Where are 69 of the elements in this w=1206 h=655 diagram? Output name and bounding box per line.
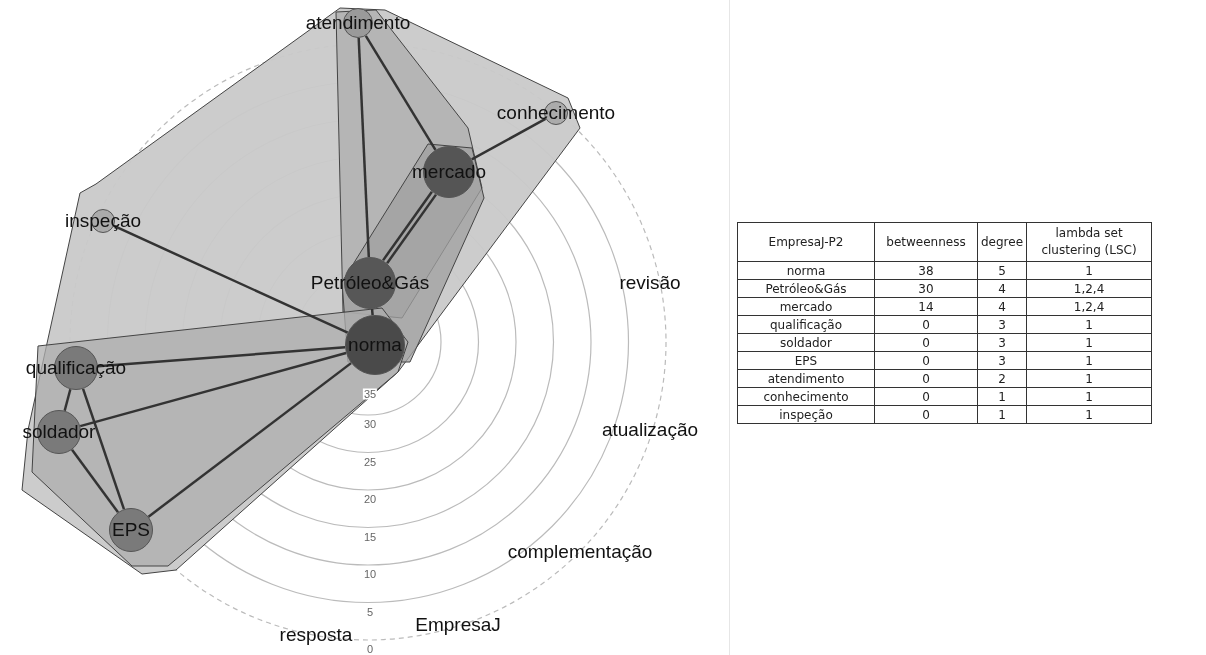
scale-value: 5: [365, 606, 375, 617]
table-cell: norma: [737, 261, 875, 280]
table-cell: Petróleo&Gás: [737, 279, 875, 298]
table-cell: qualificação: [737, 315, 875, 334]
table-cell: 2: [977, 369, 1027, 388]
scale-value: 15: [362, 531, 378, 542]
table-header-cell: EmpresaJ-P2: [737, 222, 875, 262]
node-label: Petróleo&Gás: [310, 272, 430, 294]
isolated-term-label: resposta: [279, 624, 353, 646]
table-cell: 0: [874, 315, 978, 334]
table-cell: inspeção: [737, 405, 875, 424]
table-cell: 1: [977, 405, 1027, 424]
table-cell: 1: [1026, 315, 1152, 334]
node-label: atendimento: [305, 12, 411, 34]
table-cell: EPS: [737, 351, 875, 370]
scale-value: 0: [365, 643, 375, 655]
table-cell: 1: [1026, 369, 1152, 388]
network-edge: [471, 117, 547, 161]
network-edge: [71, 449, 119, 513]
isolated-term-label: atualização: [601, 419, 699, 441]
table-cell: 0: [874, 387, 978, 406]
scale-value: 25: [362, 456, 378, 467]
table-cell: 1: [1026, 261, 1152, 280]
table-header-cell: lambda set clustering (LSC): [1026, 222, 1152, 262]
network-edge: [357, 37, 371, 258]
table-cell: 4: [977, 297, 1027, 316]
table-cell: 1: [1026, 351, 1152, 370]
table-cell: 0: [874, 405, 978, 424]
table-cell: 38: [874, 261, 978, 280]
table-cell: conhecimento: [737, 387, 875, 406]
table-cell: 1: [1026, 387, 1152, 406]
table-cell: 0: [874, 369, 978, 388]
table-cell: 1: [977, 387, 1027, 406]
network-edge: [97, 346, 346, 368]
table-cell: 14: [874, 297, 978, 316]
scale-value: 30: [362, 418, 378, 430]
table-cell: 3: [977, 315, 1027, 334]
network-edge: [147, 362, 352, 518]
isolated-term-label: complementação: [507, 541, 653, 563]
table-cell: 3: [977, 351, 1027, 370]
network-edge: [79, 351, 347, 428]
node-label: EPS: [112, 519, 150, 541]
table-cell: 1: [1026, 405, 1152, 424]
table-header-cell: betweenness: [874, 222, 978, 262]
table-cell: 0: [874, 351, 978, 370]
network-edge: [63, 388, 72, 412]
table-cell: 1,2,4: [1026, 279, 1152, 298]
node-label: norma: [348, 334, 402, 356]
scale-value: 35: [362, 388, 378, 399]
scale-value: 20: [362, 493, 378, 505]
table-cell: mercado: [737, 297, 875, 316]
table-cell: soldador: [737, 333, 875, 352]
table-cell: 0: [874, 333, 978, 352]
network-edge: [364, 35, 437, 151]
table-cell: atendimento: [737, 369, 875, 388]
isolated-term-label: revisão: [619, 272, 681, 294]
node-label: conhecimento: [496, 102, 616, 124]
table-cell: 1,2,4: [1026, 297, 1152, 316]
table-cell: 4: [977, 279, 1027, 298]
scale-value: 10: [362, 568, 378, 580]
network-edge: [81, 388, 126, 510]
table-cell: 5: [977, 261, 1027, 280]
isolated-term-label: EmpresaJ: [415, 614, 501, 636]
table-cell: 3: [977, 333, 1027, 352]
table-header-cell: degree: [977, 222, 1027, 262]
node-label: inspeção: [64, 210, 142, 232]
network-edge: [370, 308, 374, 316]
table-cell: 1: [1026, 333, 1152, 352]
table-cell: 30: [874, 279, 978, 298]
